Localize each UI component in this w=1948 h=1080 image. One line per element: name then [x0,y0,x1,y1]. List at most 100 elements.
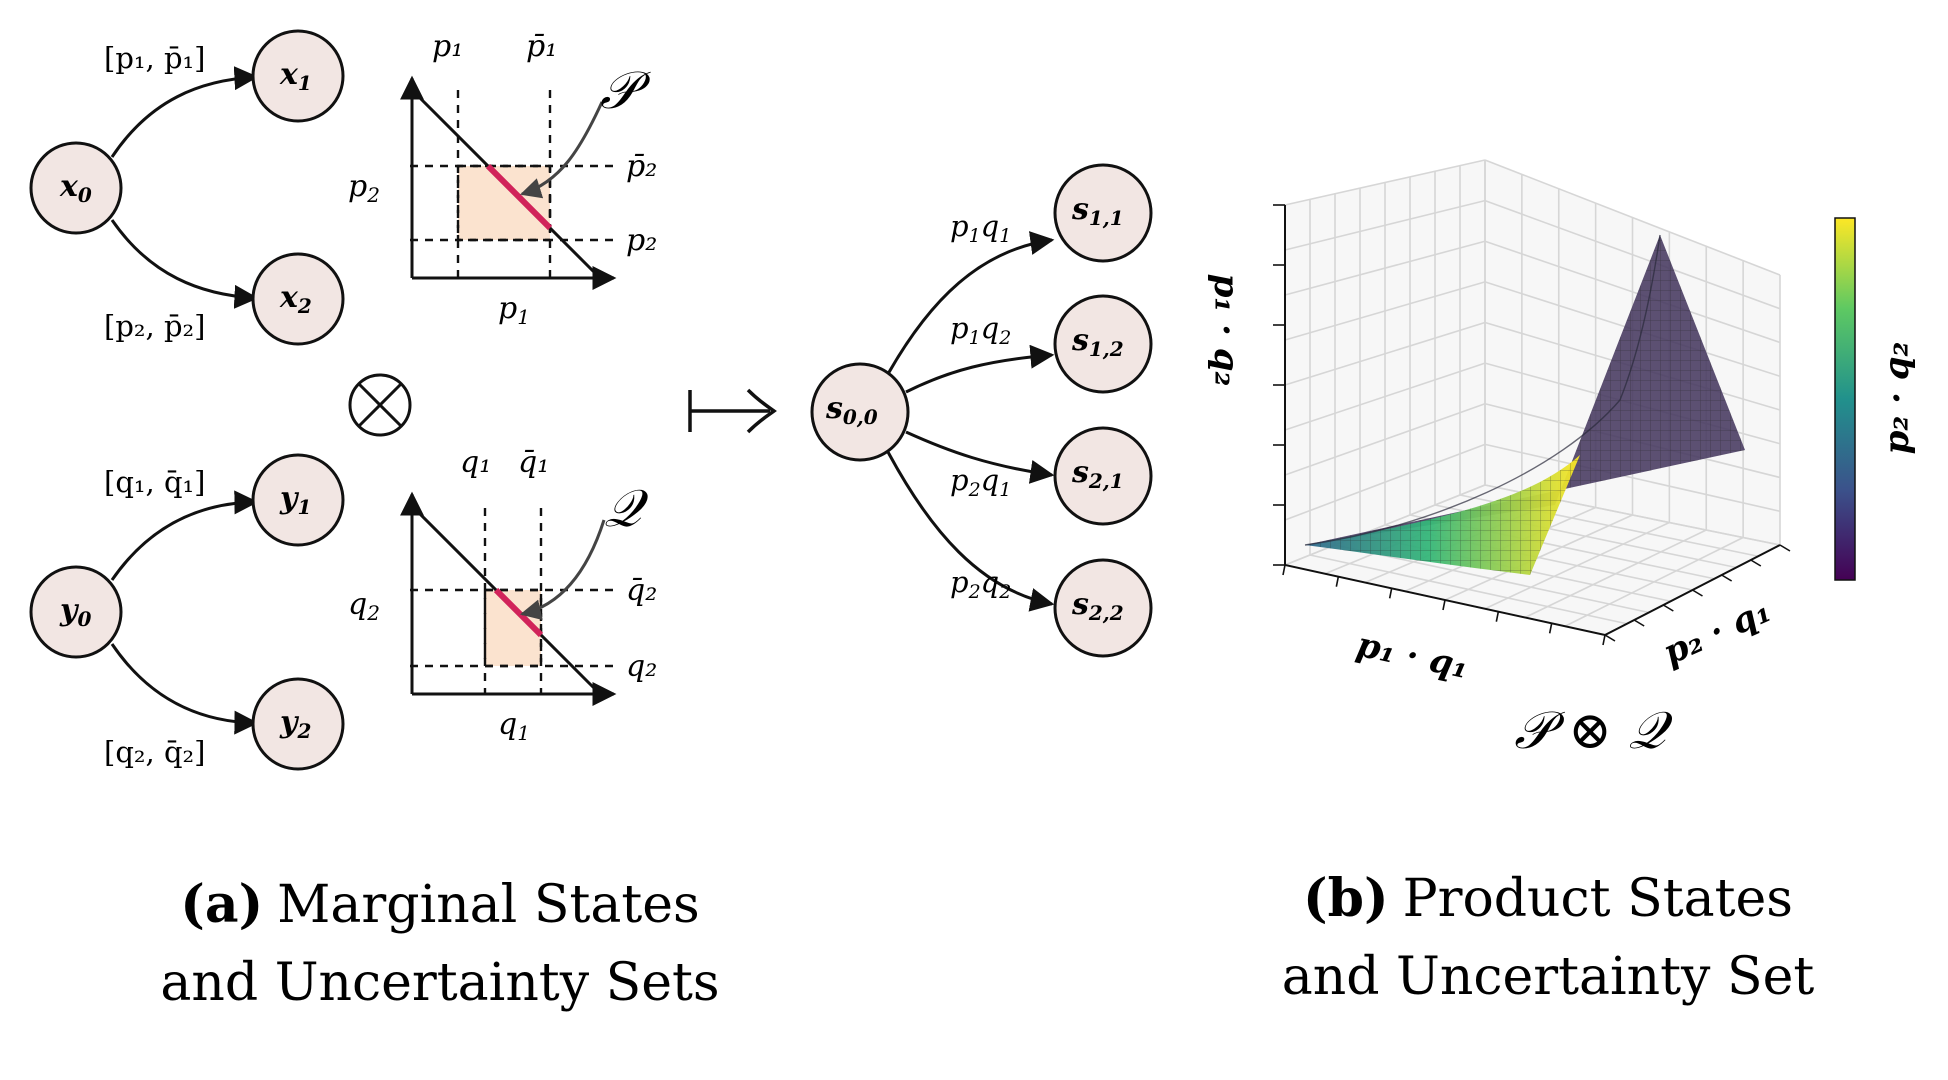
node-y0 [29,565,123,659]
y-axis-tick [1633,619,1645,627]
grid-line [1564,536,1744,627]
x-axis-tick [1548,623,1553,634]
bound-q1-upper: q̄₁ [518,445,549,480]
set-p-label: 𝒫 [600,61,651,121]
node-s12 [1053,294,1153,394]
product-tree: s0,0 s1,1 s1,2 s2,1 s2,2 p1q1 p1q2 p2q1 … [810,163,1153,658]
node-x1-label: x1 [279,57,312,95]
surface-back-mesh [1305,235,1745,545]
edge-s00-s22 [886,451,1055,612]
edge-label-p2q2: p2q2 [950,565,1011,603]
x-axis-tick [1495,611,1500,622]
bound-p2-lower: p₂ [626,223,657,258]
simplex-q-x-label: q1 [498,707,530,745]
node-s12-label: s1,2 [1071,323,1124,361]
simplex-q: 𝒬 q1 q2 q₁ q̄₁ q̄₂ q₂ [348,445,657,745]
y-axis-tick [1604,634,1616,642]
node-s11 [1053,163,1153,263]
bound-p1-upper: p̄₁ [526,29,557,64]
edge-s00-s21 [905,430,1055,484]
y-axis-label: p₂ · q₁ [1657,591,1776,673]
x-axis-label: p₁ · q₁ [1353,625,1472,688]
edge-x2-interval: [p₂, p̄₂] [104,309,205,343]
node-y1-label: y1 [279,481,311,519]
simplex-p-x-label: p1 [498,291,530,329]
node-s22-label: s2,2 [1071,587,1124,625]
colorbar [1834,217,1856,581]
node-x2-label: x2 [279,280,312,318]
node-s21-label: s2,1 [1071,455,1124,493]
surface-edge [1304,234,1661,546]
bound-p2-upper: p̄₂ [626,149,657,184]
edge-label-p1q2: p1q2 [950,311,1011,349]
node-s22 [1053,558,1153,658]
edge-y2-interval: [q₂, q̄₂] [104,735,205,769]
simplex-q-y-label: q2 [348,587,380,625]
edge-s00-s11 [886,231,1055,375]
edge-x0-x1 [110,66,259,158]
x-axis-tick [1388,588,1393,599]
grid-line [1284,443,1486,521]
node-s00 [810,362,910,462]
product-set-3d-plot: p₁ · q₁ p₂ · q₁ p₁ · q₂ p₂ · q₂ 𝒫 ⊗ 𝒬 [1206,159,1917,761]
node-x1 [251,29,345,123]
caption-b-line1: (b)Product States [1303,868,1793,929]
grid-line [1284,321,1486,386]
grid-line [1284,362,1486,431]
tensor-product-symbol: ⊗ [348,373,412,437]
colorbar-label: p₂ · q₂ [1877,342,1917,455]
feasible-segment-p [485,163,553,231]
caption-b: (b)Product States and Uncertainty Set [1282,868,1815,1007]
y-axis-tick [1750,559,1762,567]
x-axis-tick [1282,564,1286,576]
bound-q1-lower: q₁ [460,445,491,480]
y-axis-tick [1692,589,1703,597]
tree-x: x0 x1 x2 [p₁, p̄₁] [p₂, p̄₂] [29,29,345,346]
grid-line [1484,443,1781,513]
bound-p1-lower: p₁ [432,29,463,64]
simplex-p-y-label: p2 [348,169,380,207]
tree-y: y0 y1 y2 [q₁, q̄₁] [q₂, q̄₂] [29,453,345,771]
edge-y0-y1 [110,490,259,581]
edge-label-p2q1: p2q1 [950,463,1011,501]
caption-a: (a)Marginal States and Uncertainty Sets [160,874,719,1013]
y-axis-tick [1779,544,1791,552]
node-s00-label: s0,0 [825,391,878,429]
grid-line [1444,514,1633,601]
edge-y1-interval: [q₁, q̄₁] [104,465,205,499]
mapsto-arrow: ⟼ [688,388,777,434]
caption-b-line2: and Uncertainty Set [1282,947,1815,1007]
surface-front-mesh [1305,455,1580,575]
node-y2 [251,677,345,771]
caption-a-line2: and Uncertainty Sets [160,953,719,1013]
axis-ticks-3d [1273,204,1791,646]
x-axis-tick [1602,634,1606,646]
x-axis-tick [1442,599,1446,611]
node-y2-label: y2 [279,705,311,743]
uncertainty-box-p [456,164,552,242]
z-axis-label: p₁ · q₂ [1206,274,1246,387]
caption-a-line1: (a)Marginal States [180,874,699,935]
product-set-label: 𝒫 ⊗ 𝒬 [1514,701,1673,761]
edge-x1-interval: [p₁, p̄₁] [104,41,205,75]
node-y0-label: y0 [59,593,91,631]
grid-line [1484,521,1670,610]
y-axis-tick [1662,604,1674,612]
set-q-label: 𝒬 [604,479,649,539]
grid-line [1524,529,1707,619]
edge-x0-x2 [110,219,259,309]
edge-y0-y2 [110,643,259,735]
node-s11-label: s1,1 [1071,192,1124,230]
grid-line [1284,484,1486,566]
simplex-p: 𝒫 p1 p2 p₁ p̄₁ p̄₂ p₂ [348,29,657,329]
x-axis-tick [1335,576,1340,587]
node-x0-label: x0 [59,169,92,207]
node-x2 [251,252,345,346]
edge-label-p1q1: p1q1 [950,209,1011,247]
set-q-arrow [519,519,606,621]
bound-q2-upper: q̄₂ [626,573,657,608]
grid-line [1284,402,1486,476]
y-axis-tick [1721,574,1733,582]
feasible-segment-q [493,587,544,638]
